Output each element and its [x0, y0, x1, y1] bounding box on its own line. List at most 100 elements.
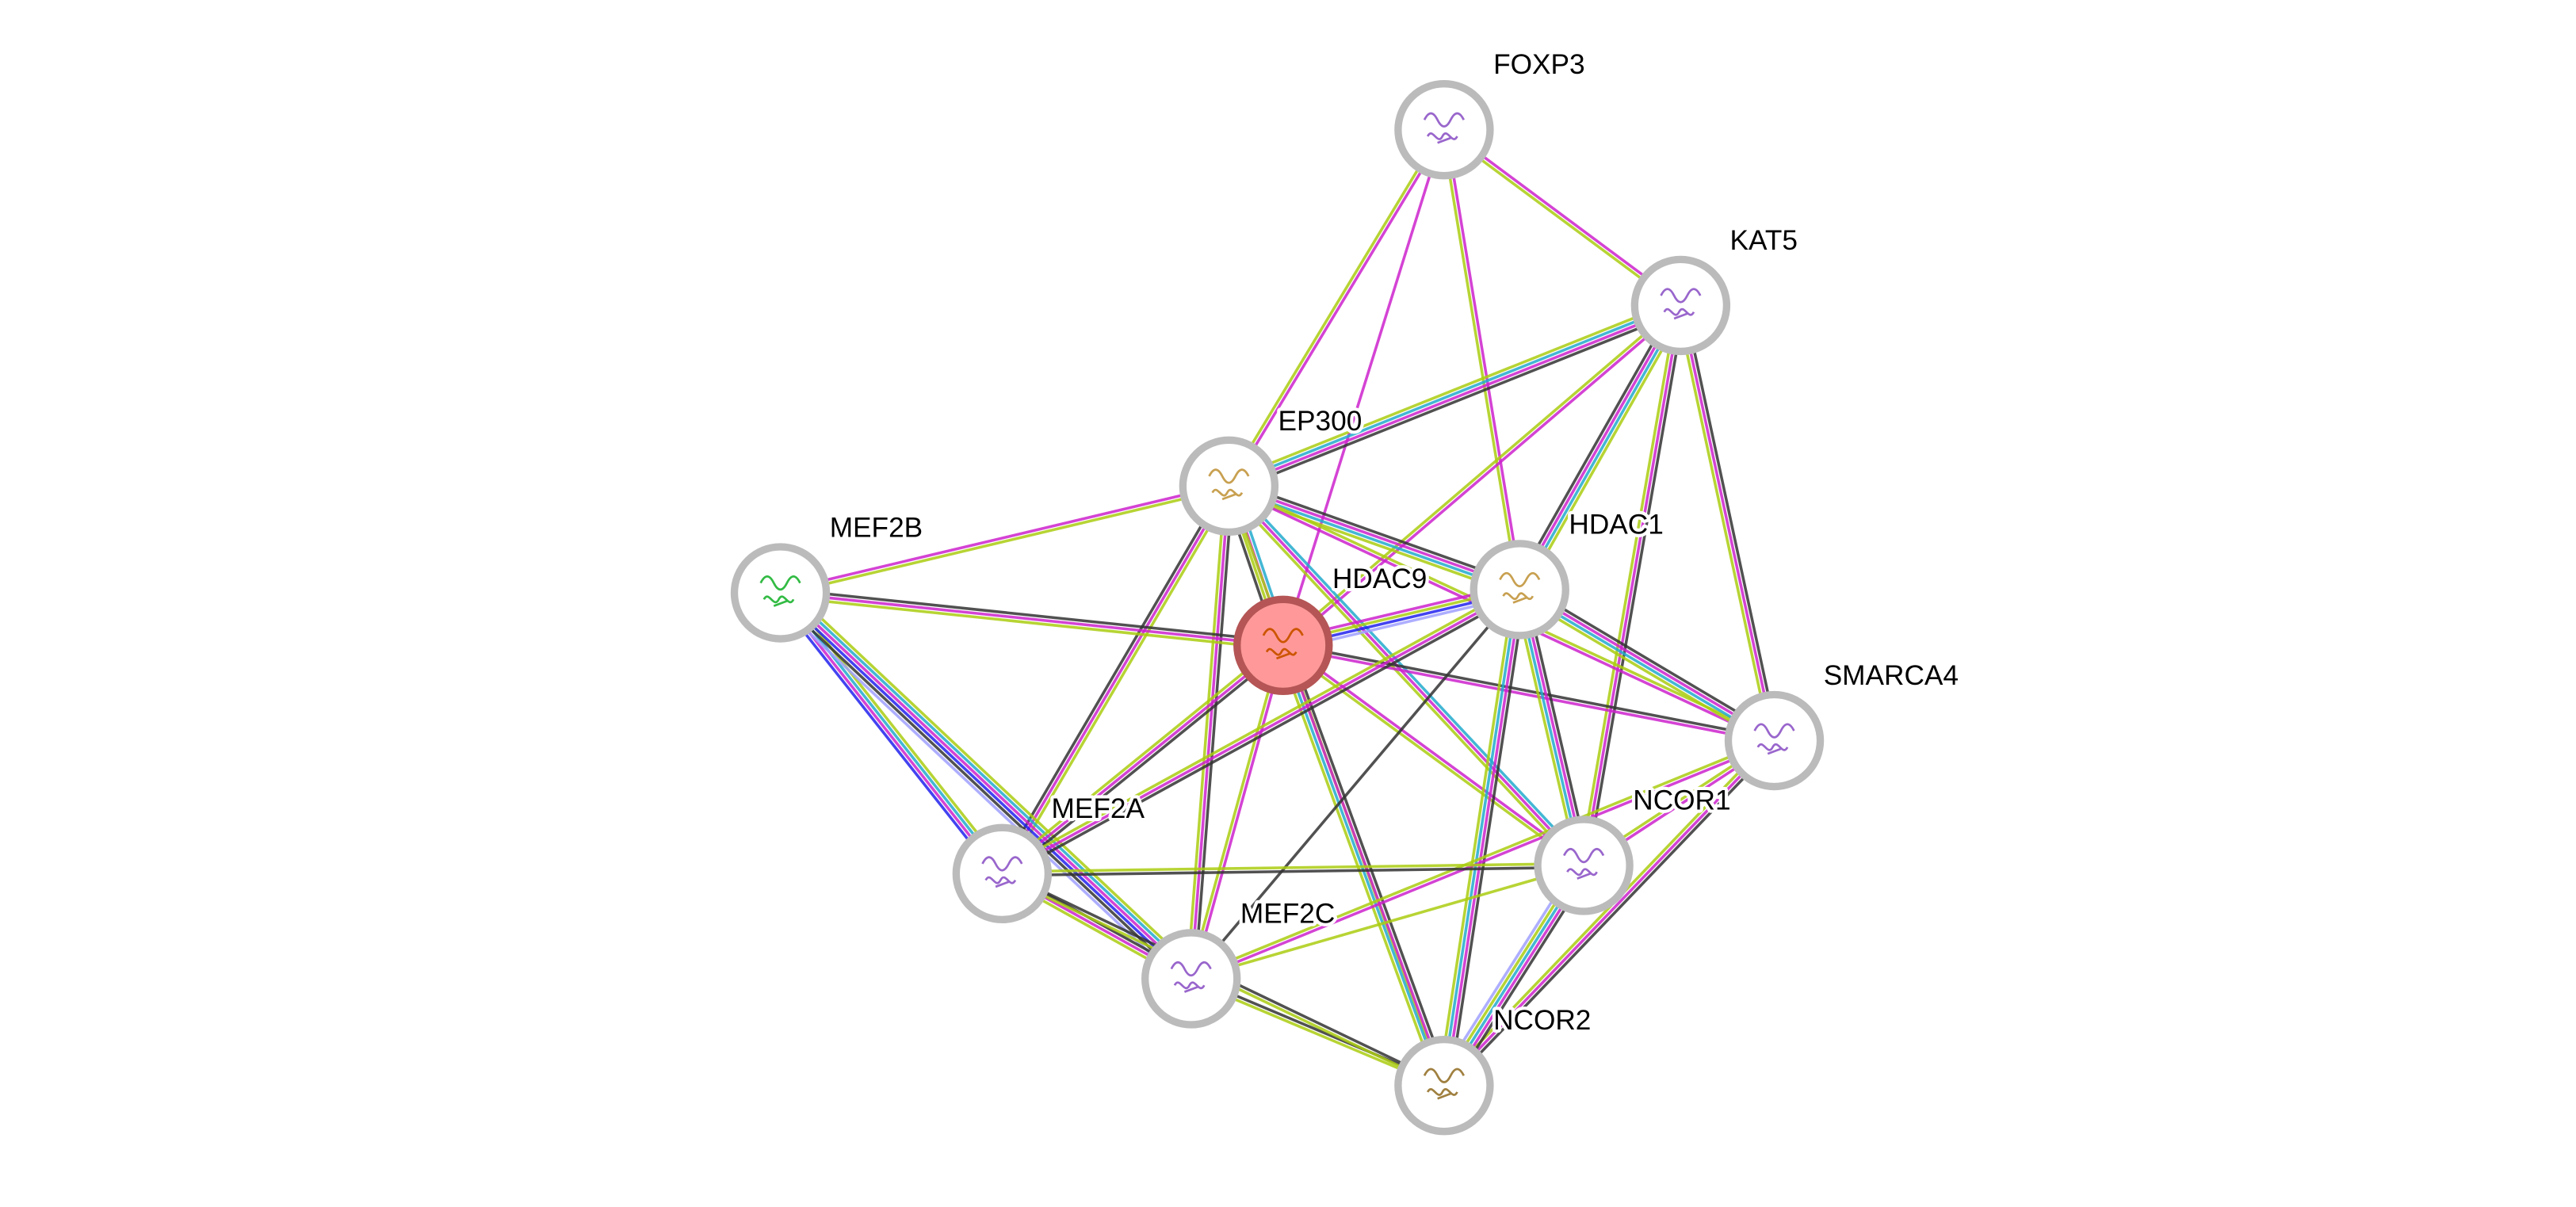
edge-hdac9-ncor1[interactable] — [1281, 642, 1586, 869]
evidence-line-g — [1281, 645, 1584, 869]
evidence-line-k — [1003, 647, 1286, 878]
evidence-line-c — [1230, 482, 1588, 864]
node-circle[interactable] — [1534, 815, 1634, 915]
node-hdac9[interactable]: HDAC9 — [1233, 560, 1431, 696]
edge-mef2b-hdac9[interactable] — [779, 587, 1284, 651]
evidence-line-m — [779, 483, 1229, 593]
evidence-line-k — [1683, 304, 1779, 740]
node-layer: FOXP3KAT5EP300HDAC1MEF2BHDAC9SMARCA4NCOR… — [730, 46, 1962, 1136]
edge-ep300-ncor1[interactable] — [1225, 482, 1588, 869]
node-circle[interactable] — [730, 543, 831, 643]
evidence-line-g — [1440, 129, 1519, 590]
node-hdac1[interactable]: HDAC1 — [1470, 506, 1667, 640]
evidence-line-k — [1286, 643, 1451, 1084]
node-label: NCOR1 — [1633, 785, 1730, 816]
node-label: EP300 — [1278, 406, 1363, 437]
evidence-line-k — [1586, 305, 1686, 867]
node-mef2a[interactable]: MEF2A — [952, 790, 1148, 924]
edge-hdac1-ncor2[interactable] — [1437, 588, 1527, 1087]
protein-structure-icon — [1660, 288, 1702, 320]
node-circle[interactable] — [1141, 929, 1241, 1029]
edge-ep300-mef2a[interactable] — [997, 483, 1234, 877]
edge-kat5-hdac9[interactable] — [1281, 303, 1684, 648]
evidence-line-k — [775, 595, 1189, 984]
node-circle[interactable] — [1394, 1035, 1494, 1136]
node-ncor1[interactable]: NCOR1 — [1534, 781, 1734, 915]
evidence-line-g — [1578, 304, 1679, 865]
edge-hdac9-mef2c[interactable] — [1187, 644, 1286, 980]
evidence-line-g — [1191, 864, 1584, 980]
evidence-line-c — [1519, 305, 1684, 591]
edge-smarca4-ncor2[interactable] — [1440, 737, 1779, 1090]
node-label: MEF2A — [1052, 793, 1145, 824]
evidence-line-k — [997, 483, 1227, 873]
evidence-line-c — [1227, 302, 1681, 486]
evidence-line-m — [1229, 130, 1447, 488]
edge-hdac1-mef2a[interactable] — [999, 585, 1523, 879]
edge-kat5-smarca4[interactable] — [1675, 304, 1779, 742]
node-mef2b[interactable]: MEF2B — [730, 509, 926, 643]
node-circle[interactable] — [1394, 80, 1494, 180]
node-smarca4[interactable]: SMARCA4 — [1724, 657, 1962, 791]
evidence-line-m — [780, 591, 1283, 647]
node-label: NCOR2 — [1493, 1005, 1591, 1036]
edge-foxp3-ep300[interactable] — [1225, 128, 1447, 488]
edge-ncor1-mef2c[interactable] — [1191, 864, 1584, 980]
node-ep300[interactable]: EP300 — [1179, 403, 1365, 537]
evidence-line-k — [1190, 588, 1521, 980]
edge-kat5-ep300[interactable] — [1226, 299, 1684, 493]
evidence-line-k — [1513, 302, 1677, 588]
node-circle[interactable] — [1179, 436, 1279, 537]
edge-mef2b-mef2c[interactable] — [773, 585, 1199, 987]
edge-smarca4-mef2c[interactable] — [1190, 737, 1776, 982]
evidence-line-m — [1443, 739, 1775, 1087]
node-circle[interactable] — [1470, 540, 1569, 640]
edge-kat5-ncor1[interactable] — [1578, 304, 1686, 867]
evidence-line-k — [1002, 865, 1584, 877]
evidence-line-g — [779, 595, 1283, 651]
evidence-line-m — [1283, 642, 1586, 865]
evidence-line-m — [1228, 485, 1585, 867]
evidence-line-c — [1440, 589, 1519, 1086]
evidence-line-g — [1225, 128, 1444, 487]
edge-foxp3-hdac1[interactable] — [1440, 129, 1523, 590]
evidence-line-g — [1187, 644, 1283, 979]
node-circle[interactable] — [952, 823, 1053, 924]
edge-ncor1-mef2a[interactable] — [1002, 861, 1584, 877]
edge-kat5-hdac1[interactable] — [1513, 302, 1687, 594]
protein-structure-icon — [1170, 961, 1212, 993]
edge-hdac1-mef2c[interactable] — [1190, 588, 1521, 980]
node-circle[interactable] — [1233, 595, 1333, 696]
evidence-line-g — [1186, 485, 1227, 979]
evidence-line-m — [1001, 644, 1284, 875]
evidence-line-g — [785, 585, 1199, 973]
protein-structure-icon — [1753, 723, 1795, 755]
evidence-line-k — [780, 587, 1284, 644]
edge-hdac9-mef2a[interactable] — [999, 641, 1286, 878]
evidence-line-m — [1282, 129, 1446, 646]
edge-ep300-mef2c[interactable] — [1186, 485, 1234, 980]
evidence-line-m — [1000, 485, 1230, 875]
protein-structure-icon — [1423, 112, 1465, 144]
evidence-line-m — [1516, 304, 1680, 590]
evidence-line-m — [1679, 305, 1776, 741]
node-circle[interactable] — [1724, 690, 1825, 791]
evidence-line-k — [1282, 642, 1775, 740]
node-circle[interactable] — [1630, 255, 1731, 356]
evidence-line-g — [780, 486, 1230, 597]
edge-ep300-mef2b[interactable] — [779, 483, 1230, 597]
evidence-line-g — [1523, 307, 1687, 594]
evidence-line-m — [1191, 741, 1776, 982]
node-mef2c[interactable]: MEF2C — [1141, 895, 1338, 1029]
protein-structure-icon — [1499, 571, 1541, 604]
node-foxp3[interactable]: FOXP3 — [1394, 46, 1588, 180]
node-kat5[interactable]: KAT5 — [1630, 222, 1801, 356]
edge-foxp3-hdac9[interactable] — [1282, 129, 1446, 646]
evidence-line-m — [1282, 645, 1775, 744]
edge-hdac9-smarca4[interactable] — [1282, 642, 1775, 744]
evidence-line-g — [1675, 306, 1772, 742]
node-ncor2[interactable]: NCOR2 — [1394, 1002, 1595, 1136]
evidence-line-m — [1001, 588, 1521, 875]
evidence-line-m — [1582, 305, 1683, 866]
